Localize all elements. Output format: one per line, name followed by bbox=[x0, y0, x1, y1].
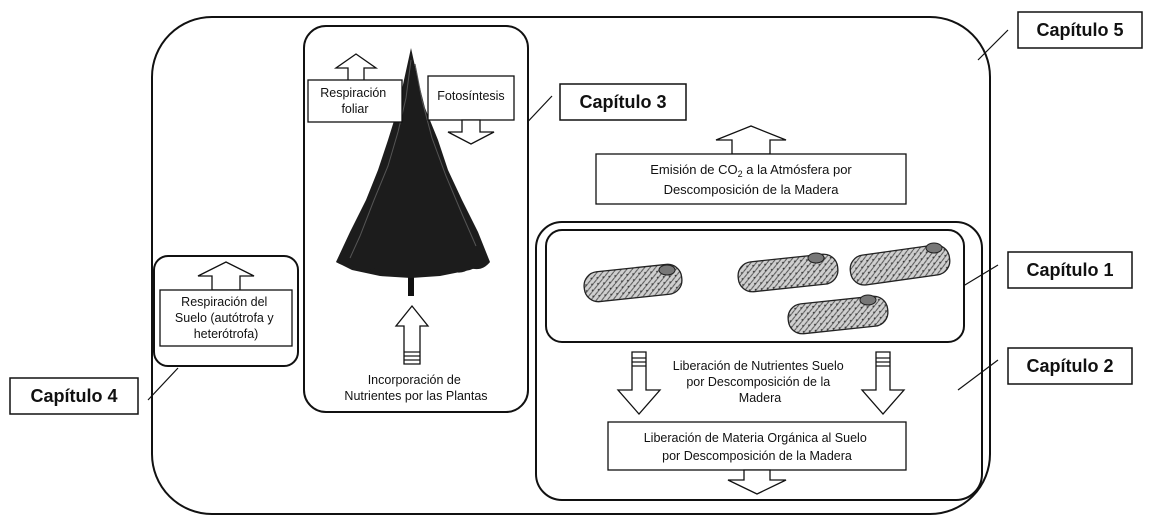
nutrient-release-line2: por Descomposición de la bbox=[686, 375, 830, 389]
organic-matter-line2: por Descomposición de la Madera bbox=[662, 449, 852, 463]
respiracion-foliar-box bbox=[307, 79, 403, 123]
soil-respiration-line1: Respiración del bbox=[181, 295, 267, 309]
chapter-3-label: Capítulo 3 bbox=[579, 92, 666, 112]
organic-matter-line1: Liberación de Materia Orgánica al Suelo bbox=[644, 431, 867, 445]
decomposition-box bbox=[535, 221, 983, 501]
nutrient-release-label: Liberación de Nutrientes Suelo por Desco… bbox=[673, 359, 847, 405]
soil-respiration-up-arrow-icon bbox=[197, 261, 255, 291]
co2-emission-line2: Descomposición de la Madera bbox=[664, 182, 840, 197]
nutrient-release-right-down-arrow-icon bbox=[860, 351, 906, 415]
chapter-1-label: Capítulo 1 bbox=[1026, 260, 1113, 280]
co2-emission-subscript: 2 bbox=[738, 169, 743, 179]
chapter-5-box: Capítulo 5 bbox=[1017, 11, 1143, 49]
incorporacion-line2: Nutrientes por las Plantas bbox=[344, 389, 487, 403]
chapter-4-box: Capítulo 4 bbox=[9, 377, 139, 415]
co2-emission-text-a: Emisión de CO bbox=[650, 162, 737, 177]
co2-emission-box bbox=[595, 153, 907, 205]
chapter-3-box: Capítulo 3 bbox=[559, 83, 687, 121]
incorporacion-up-arrow-icon bbox=[394, 304, 430, 365]
log-4-icon bbox=[787, 294, 889, 335]
soil-respiration-label-box bbox=[159, 289, 293, 347]
soil-respiration-line2: Suelo (autótrofa y bbox=[175, 311, 274, 325]
co2-emission-line1: Emisión de CO2 a la Atmósfera por bbox=[650, 162, 852, 179]
nutrient-release-line1: Liberación de Nutrientes Suelo bbox=[673, 359, 844, 373]
co2-emission-up-arrow-icon bbox=[715, 125, 787, 155]
chapter-2-label: Capítulo 2 bbox=[1026, 356, 1113, 376]
chapter-4-label: Capítulo 4 bbox=[30, 386, 117, 406]
soil-respiration-label: Respiración del Suelo (autótrofa y heter… bbox=[175, 295, 277, 341]
co2-emission-text-b: a la Atmósfera por bbox=[743, 162, 853, 177]
organic-matter-box bbox=[607, 421, 907, 471]
chapter-2-box: Capítulo 2 bbox=[1007, 347, 1133, 385]
log-1-icon bbox=[583, 263, 683, 303]
organic-matter-label: Liberación de Materia Orgánica al Suelo … bbox=[644, 431, 871, 463]
tree-illustration bbox=[336, 48, 490, 296]
soil-respiration-line3: heterótrofa) bbox=[194, 327, 259, 341]
fotosintesis-down-arrow-icon bbox=[447, 119, 495, 145]
log-3-icon bbox=[849, 242, 951, 286]
chapter-2-connector bbox=[957, 359, 999, 391]
fotosintesis-label: Fotosíntesis bbox=[437, 89, 504, 103]
incorporacion-label: Incorporación de Nutrientes por las Plan… bbox=[344, 373, 487, 403]
nutrient-release-line3: Madera bbox=[739, 391, 781, 405]
respiracion-foliar-line1: Respiración bbox=[320, 86, 386, 100]
respiracion-foliar-line2: foliar bbox=[341, 102, 368, 116]
nutrient-release-left-down-arrow-icon bbox=[616, 351, 662, 415]
ecosystem-outer-box bbox=[151, 16, 991, 515]
fotosintesis-box bbox=[427, 75, 515, 121]
respiracion-foliar-up-arrow-icon bbox=[333, 53, 379, 83]
chapter-1-box: Capítulo 1 bbox=[1007, 251, 1133, 289]
chapter-5-connector bbox=[977, 29, 1009, 61]
organic-matter-down-arrow-icon bbox=[727, 469, 787, 495]
chapter-4-connector bbox=[147, 367, 179, 401]
log-2-icon bbox=[737, 252, 839, 293]
respiracion-foliar-label: Respiración foliar bbox=[320, 86, 390, 116]
chapter-5-label: Capítulo 5 bbox=[1036, 20, 1123, 40]
incorporacion-line1: Incorporación de bbox=[368, 373, 461, 387]
